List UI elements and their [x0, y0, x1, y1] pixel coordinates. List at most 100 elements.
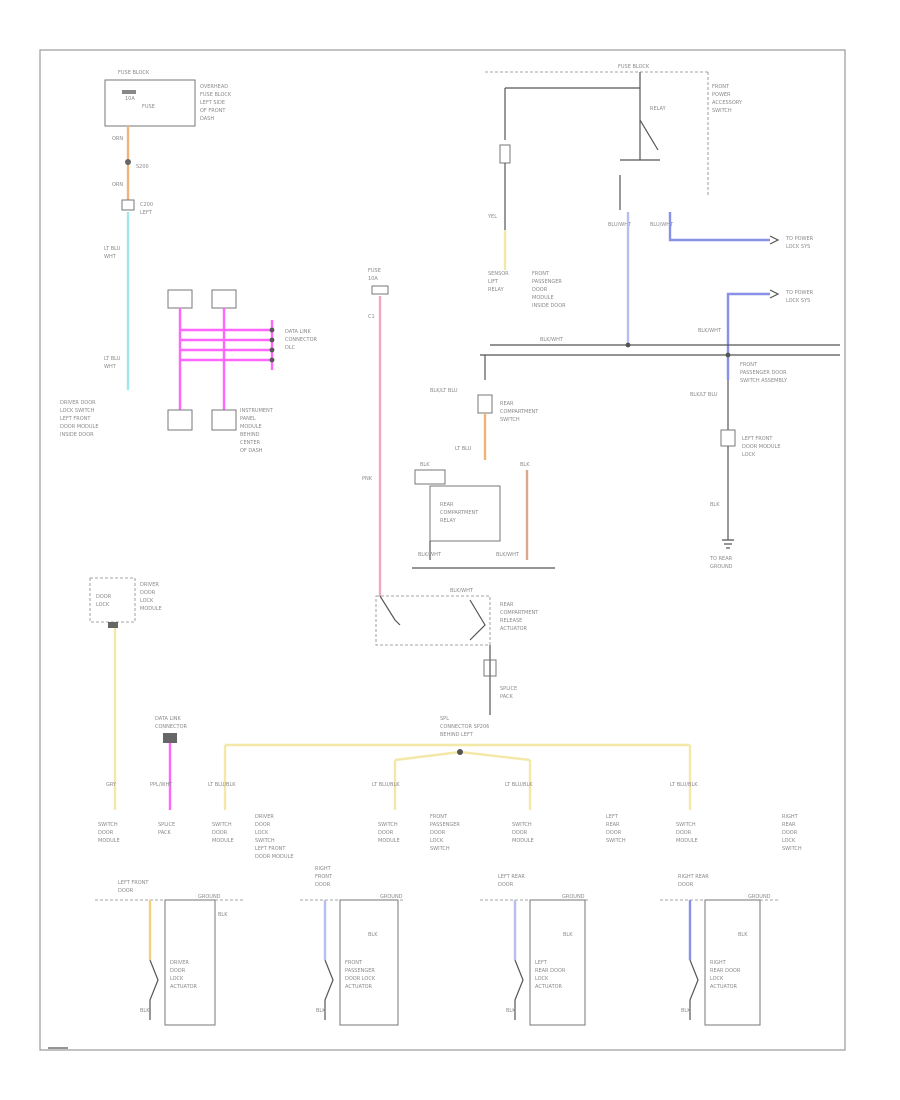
svg-text:SWITCH: SWITCH: [430, 846, 450, 852]
svg-text:LEFT REAR: LEFT REAR: [498, 874, 525, 880]
svg-text:DOOR MODULE: DOOR MODULE: [742, 444, 781, 450]
svg-text:SWITCH: SWITCH: [255, 838, 275, 844]
svg-text:REAR DOOR: REAR DOOR: [535, 968, 566, 974]
center-pink-feed: FUSE 10A C1 PNK: [362, 268, 389, 596]
svg-text:DOOR: DOOR: [498, 882, 514, 888]
svg-text:LT BLU/BLK: LT BLU/BLK: [670, 782, 698, 788]
connector-row: GRY PPL/WHT LT BLU/BLK LT BLU/BLK LT BLU…: [98, 782, 802, 860]
svg-text:MODULE: MODULE: [212, 838, 234, 844]
svg-text:10A: 10A: [368, 276, 378, 282]
svg-text:BLK/WHT: BLK/WHT: [496, 552, 520, 558]
svg-text:MODULE: MODULE: [140, 606, 162, 612]
svg-text:10A: 10A: [125, 96, 135, 102]
svg-text:FRONT: FRONT: [740, 362, 758, 368]
svg-text:BLK: BLK: [681, 1008, 691, 1014]
svg-text:PANEL: PANEL: [240, 416, 256, 422]
svg-text:FRONT: FRONT: [532, 271, 550, 277]
svg-text:CONNECTOR: CONNECTOR: [285, 337, 318, 343]
svg-text:LEFT FRONT: LEFT FRONT: [118, 880, 149, 886]
svg-text:C1: C1: [368, 314, 375, 320]
svg-text:BLK: BLK: [368, 932, 378, 938]
svg-text:LT BLU: LT BLU: [104, 246, 121, 252]
svg-text:FRONT: FRONT: [315, 874, 333, 880]
svg-text:DOOR: DOOR: [532, 287, 548, 293]
svg-text:BLK: BLK: [218, 912, 228, 918]
svg-text:REAR: REAR: [782, 822, 796, 828]
right-top-labels: YEL SENSOR LIFT RELAY FRONT PASSENGER DO…: [487, 214, 674, 309]
fuse-block-right: FUSE BLOCK FRONT POWER ACCESSORY SWITCH …: [485, 64, 743, 230]
svg-text:TO POWER: TO POWER: [785, 236, 814, 242]
svg-text:MODULE: MODULE: [98, 838, 120, 844]
svg-text:BLK: BLK: [563, 932, 573, 938]
svg-text:COMPARTMENT: COMPARTMENT: [500, 610, 539, 616]
svg-text:REAR: REAR: [500, 401, 514, 407]
svg-text:ORN: ORN: [112, 182, 123, 188]
svg-text:DOOR: DOOR: [782, 830, 798, 836]
blue-wire-upper: [668, 212, 770, 242]
svg-text:RELAY: RELAY: [488, 287, 505, 293]
svg-text:SPLICE: SPLICE: [500, 686, 517, 692]
svg-text:GROUND: GROUND: [380, 894, 403, 900]
svg-text:BLU/WHT: BLU/WHT: [650, 222, 674, 228]
svg-text:DATA LINK: DATA LINK: [285, 329, 311, 335]
rear-compartment-switch: BLK/WHT REAR COMPARTMENT RELEASE ACTUATO…: [375, 588, 539, 738]
svg-text:REAR: REAR: [500, 602, 514, 608]
svg-text:LOCK: LOCK: [710, 976, 724, 982]
svg-text:DOOR: DOOR: [255, 822, 271, 828]
svg-text:BLK: BLK: [738, 932, 748, 938]
svg-text:DOOR: DOOR: [678, 882, 694, 888]
magenta-bus: DATA LINK CONNECTOR DLC INSTRUMENT PANEL…: [167, 289, 318, 454]
svg-text:DRIVER: DRIVER: [140, 582, 159, 588]
svg-text:PASSENGER: PASSENGER: [430, 822, 460, 828]
svg-text:LOCK: LOCK: [140, 598, 154, 604]
svg-text:TO POWER: TO POWER: [785, 290, 814, 296]
driver-module: DOOR LOCK DRIVER DOOR LOCK MODULE: [89, 577, 162, 810]
svg-text:LOCK: LOCK: [96, 602, 110, 608]
svg-text:LEFT: LEFT: [535, 960, 548, 966]
svg-text:DOOR: DOOR: [676, 830, 692, 836]
svg-text:SWITCH: SWITCH: [512, 822, 532, 828]
svg-text:PASSENGER: PASSENGER: [345, 968, 375, 974]
svg-text:FRONT: FRONT: [712, 84, 730, 90]
svg-text:MODULE: MODULE: [676, 838, 698, 844]
svg-text:MODULE: MODULE: [532, 295, 554, 301]
svg-text:LEFT FRONT: LEFT FRONT: [742, 436, 773, 442]
svg-text:LT BLU: LT BLU: [104, 356, 121, 362]
svg-text:ACCESSORY: ACCESSORY: [712, 100, 743, 106]
svg-text:SPL: SPL: [440, 716, 449, 722]
svg-text:LOCK SYS: LOCK SYS: [786, 298, 810, 304]
svg-text:MODULE: MODULE: [378, 838, 400, 844]
svg-text:BLK/WHT: BLK/WHT: [418, 552, 442, 558]
svg-text:FUSE BLOCK: FUSE BLOCK: [618, 64, 650, 70]
svg-text:SWITCH: SWITCH: [606, 838, 626, 844]
fuse-block-left: FUSE BLOCK 10A FUSE OVERHEAD FUSE BLOCK …: [104, 70, 232, 127]
svg-text:BLK: BLK: [316, 1008, 326, 1014]
svg-text:CONNECTOR: CONNECTOR: [155, 724, 188, 730]
svg-text:OF DASH: OF DASH: [240, 448, 263, 454]
svg-text:DOOR: DOOR: [212, 830, 228, 836]
svg-text:LOCK: LOCK: [742, 452, 756, 458]
svg-text:SWITCH: SWITCH: [98, 822, 118, 828]
svg-text:PASSENGER: PASSENGER: [532, 279, 562, 285]
svg-text:REAR: REAR: [606, 822, 620, 828]
svg-text:PACK: PACK: [158, 830, 172, 836]
horizontal-bus: BLK/WHT BLK/WHT FRONT PASSENGER DOOR SWI…: [480, 328, 840, 384]
svg-text:PACK: PACK: [500, 694, 514, 700]
svg-text:ORN: ORN: [112, 136, 123, 142]
svg-text:LEFT FRONT: LEFT FRONT: [60, 416, 91, 422]
svg-text:GRY: GRY: [106, 782, 117, 788]
svg-text:BLK/WHT: BLK/WHT: [540, 337, 564, 343]
svg-text:ACTUATOR: ACTUATOR: [710, 984, 738, 990]
svg-text:GROUND: GROUND: [562, 894, 585, 900]
svg-text:INSIDE DOOR: INSIDE DOOR: [60, 432, 94, 438]
svg-text:MODULE: MODULE: [240, 424, 262, 430]
svg-text:DRIVER DOOR: DRIVER DOOR: [60, 400, 96, 406]
svg-text:LT BLU: LT BLU: [455, 446, 472, 452]
svg-text:PASSENGER DOOR: PASSENGER DOOR: [740, 370, 787, 376]
svg-text:LOCK: LOCK: [255, 830, 269, 836]
svg-text:FUSE BLOCK: FUSE BLOCK: [200, 92, 232, 98]
svg-text:LT BLU/BLK: LT BLU/BLK: [208, 782, 236, 788]
svg-text:LIFT: LIFT: [488, 279, 499, 285]
svg-text:COMPARTMENT: COMPARTMENT: [440, 510, 479, 516]
svg-text:ACTUATOR: ACTUATOR: [170, 984, 198, 990]
